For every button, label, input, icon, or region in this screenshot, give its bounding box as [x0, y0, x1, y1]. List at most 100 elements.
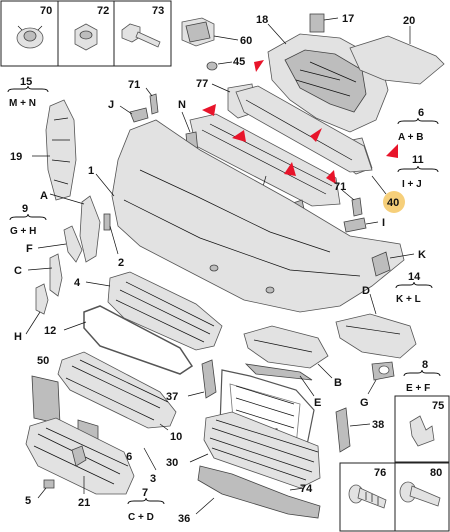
callout-72: 72 [97, 5, 109, 17]
callout-12: 12 [44, 325, 56, 337]
fastener-box-75-group: 75 [394, 395, 450, 463]
callout-7: 7 [142, 487, 148, 499]
arrow-icon [284, 162, 296, 176]
callout-K: K [418, 249, 426, 261]
callout-J: J [108, 99, 114, 111]
part-21-bottom-grille: 21 [25, 417, 135, 509]
callout-21: 21 [78, 497, 90, 509]
callout-71-upper: 71 [128, 79, 140, 91]
callout-11-sub: I + J [402, 179, 422, 190]
arrow-icon [232, 130, 246, 142]
callout-38: 38 [372, 419, 384, 431]
part-5: 5 [25, 479, 55, 507]
callout-17: 17 [342, 13, 354, 25]
part-I: I [343, 217, 385, 233]
clip-icon [409, 415, 435, 447]
callout-A: A [40, 190, 48, 202]
highlight-marker [383, 191, 405, 213]
clip-icon [16, 25, 44, 49]
fastener-box-group: 70 72 73 [0, 0, 172, 67]
part-B-bezel: B [243, 325, 342, 389]
callout-74: 74 [300, 483, 313, 495]
callout-30: 30 [166, 457, 178, 469]
callout-37: 37 [166, 391, 178, 403]
callout-2: 2 [118, 257, 124, 269]
callout-40: 40 [387, 197, 399, 209]
part-19-guide: 19 [10, 99, 77, 201]
fastener-box-76-80-group: 76 80 [339, 462, 450, 532]
part-C: C [14, 253, 63, 297]
callout-45: 45 [233, 56, 245, 68]
part-45: 45 [206, 56, 245, 71]
part-J: J [108, 99, 149, 123]
part-G: G [360, 361, 395, 409]
part-F: F [26, 225, 83, 263]
callout-50: 50 [37, 355, 49, 367]
callout-19: 19 [10, 151, 22, 163]
part-30-shutter: 30 [166, 411, 321, 489]
callout-I: I [382, 217, 385, 229]
callout-71-lower: 71 [334, 181, 346, 193]
part-4-grille: 4 [74, 271, 223, 351]
callout-20: 20 [403, 15, 415, 27]
impact-beam [235, 85, 373, 173]
callout-15: 15 [20, 76, 32, 88]
callout-60: 60 [240, 35, 252, 47]
callout-8: 8 [422, 359, 428, 371]
callout-36: 36 [178, 513, 190, 525]
callout-15-sub: M + N [9, 98, 36, 109]
part-H: H [14, 283, 49, 343]
arrow-icon [202, 104, 216, 116]
arrow-icon [326, 170, 336, 184]
callout-D: D [362, 285, 370, 297]
arrow-icon [254, 60, 264, 72]
callout-14-group: 14 K + L [395, 271, 433, 305]
callout-7-sub: C + D [128, 512, 154, 523]
callout-F: F [26, 243, 33, 255]
callout-E: E [314, 397, 321, 409]
callout-9-sub: G + H [10, 226, 36, 237]
part-38: 38 [335, 407, 384, 453]
part-E-strip: E [244, 363, 321, 409]
hex-nut-icon [74, 23, 98, 51]
part-A: A [40, 190, 101, 263]
callout-73: 73 [152, 5, 164, 17]
part-71-lower: 71 [334, 181, 363, 217]
callout-75: 75 [432, 400, 444, 412]
callout-10: 10 [170, 431, 182, 443]
part-1-bumper-cover: 1 [88, 119, 405, 313]
callout-3-group: 3 [143, 447, 157, 485]
callout-2-group: 2 [103, 213, 124, 269]
part-17: 17 [309, 13, 354, 33]
mounting-arrows [202, 60, 398, 184]
part-20-shield: 20 [349, 15, 445, 85]
callout-15-group: 15 M + N [7, 76, 49, 109]
callout-7-group: 7 C + D [127, 487, 165, 523]
part-50-plate: 50 [31, 355, 61, 425]
callout-4: 4 [74, 277, 81, 289]
callout-8-sub: E + F [406, 383, 430, 394]
callout-B: B [334, 377, 342, 389]
callout-77-upper: 77 [196, 78, 208, 90]
push-rivet-icon [348, 484, 387, 509]
callout-3: 3 [150, 473, 156, 485]
callout-14: 14 [408, 271, 421, 283]
callout-9-group: 9 G + H [9, 203, 47, 237]
part-D-bezel: D [335, 285, 417, 359]
callout-H: H [14, 331, 22, 343]
part-10-lower-grille: 10 [57, 351, 182, 443]
callout-N: N [178, 99, 186, 111]
part-2 [103, 213, 111, 231]
callout-11: 11 [412, 154, 424, 166]
part-37: 37 [166, 359, 217, 403]
callout-9: 9 [22, 203, 28, 215]
part-36-lower-lip: 36 74 [178, 465, 321, 525]
callout-6-sub: A + B [398, 132, 423, 143]
callout-76: 76 [374, 467, 386, 479]
part-60: 60 [181, 17, 252, 47]
part-40-callout: 40 [371, 175, 405, 213]
part-71-upper: 71 [128, 79, 159, 115]
part-12-frame: 12 [44, 305, 194, 375]
callout-70: 70 [40, 5, 52, 17]
bolt-icon [121, 23, 161, 48]
